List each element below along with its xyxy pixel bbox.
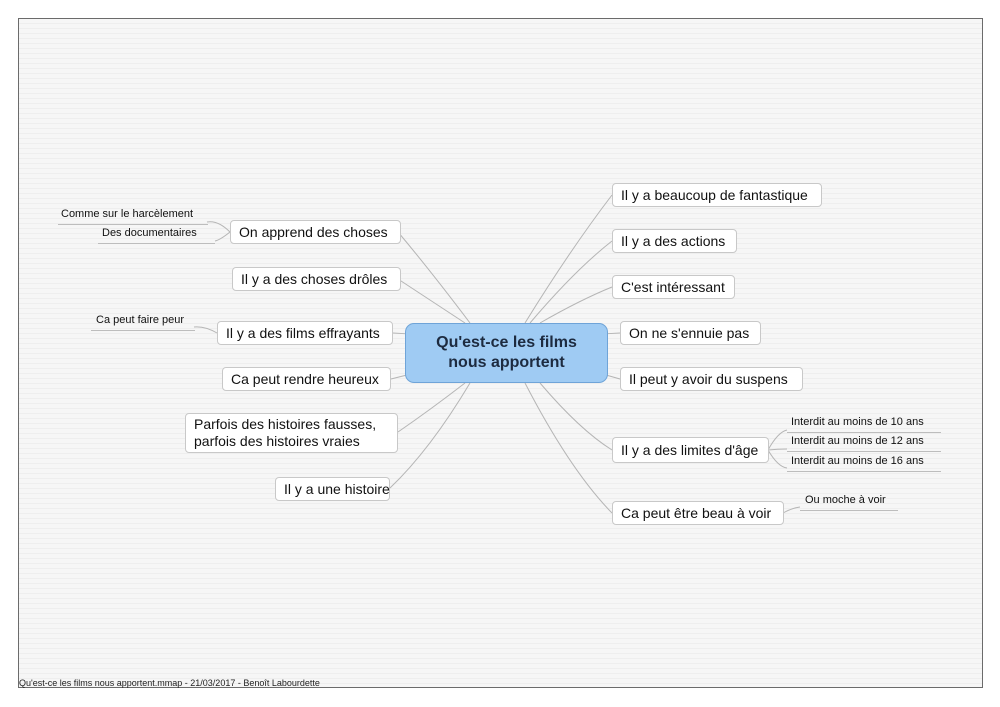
topic-suspens[interactable]: Il peut y avoir du suspens — [620, 367, 803, 391]
subtopic-documentaires[interactable]: Des documentaires — [98, 226, 215, 244]
topic-actions[interactable]: Il y a des actions — [612, 229, 737, 253]
subtopic-interdit-10[interactable]: Interdit au moins de 10 ans — [787, 415, 941, 433]
topic-beau-a-voir[interactable]: Ca peut être beau à voir — [612, 501, 784, 525]
central-topic[interactable]: Qu'est-ce les films nous apportent — [405, 323, 608, 383]
topic-ennuie[interactable]: On ne s'ennuie pas — [620, 321, 761, 345]
central-topic-line1: Qu'est-ce les films — [436, 334, 577, 351]
topic-histoires[interactable]: Parfois des histoires fausses, parfois d… — [185, 413, 398, 453]
topic-droles[interactable]: Il y a des choses drôles — [232, 267, 401, 291]
subtopic-faire-peur[interactable]: Ca peut faire peur — [91, 313, 195, 331]
topic-fantastique[interactable]: Il y a beaucoup de fantastique — [612, 183, 822, 207]
topic-heureux[interactable]: Ca peut rendre heureux — [222, 367, 391, 391]
topic-effrayants[interactable]: Il y a des films effrayants — [217, 321, 393, 345]
central-topic-line2: nous apportent — [448, 354, 565, 371]
subtopic-interdit-16[interactable]: Interdit au moins de 16 ans — [787, 454, 941, 472]
footer-caption: Qu'est-ce les films nous apportent.mmap … — [19, 678, 320, 688]
topic-apprend[interactable]: On apprend des choses — [230, 220, 401, 244]
topic-limites-age[interactable]: Il y a des limites d'âge — [612, 437, 769, 463]
topic-histoire[interactable]: Il y a une histoire — [275, 477, 390, 501]
subtopic-moche[interactable]: Ou moche à voir — [800, 493, 898, 511]
subtopic-interdit-12[interactable]: Interdit au moins de 12 ans — [787, 434, 941, 452]
topic-interessant[interactable]: C'est intéressant — [612, 275, 735, 299]
subtopic-harcelement[interactable]: Comme sur le harcèlement — [58, 207, 208, 225]
